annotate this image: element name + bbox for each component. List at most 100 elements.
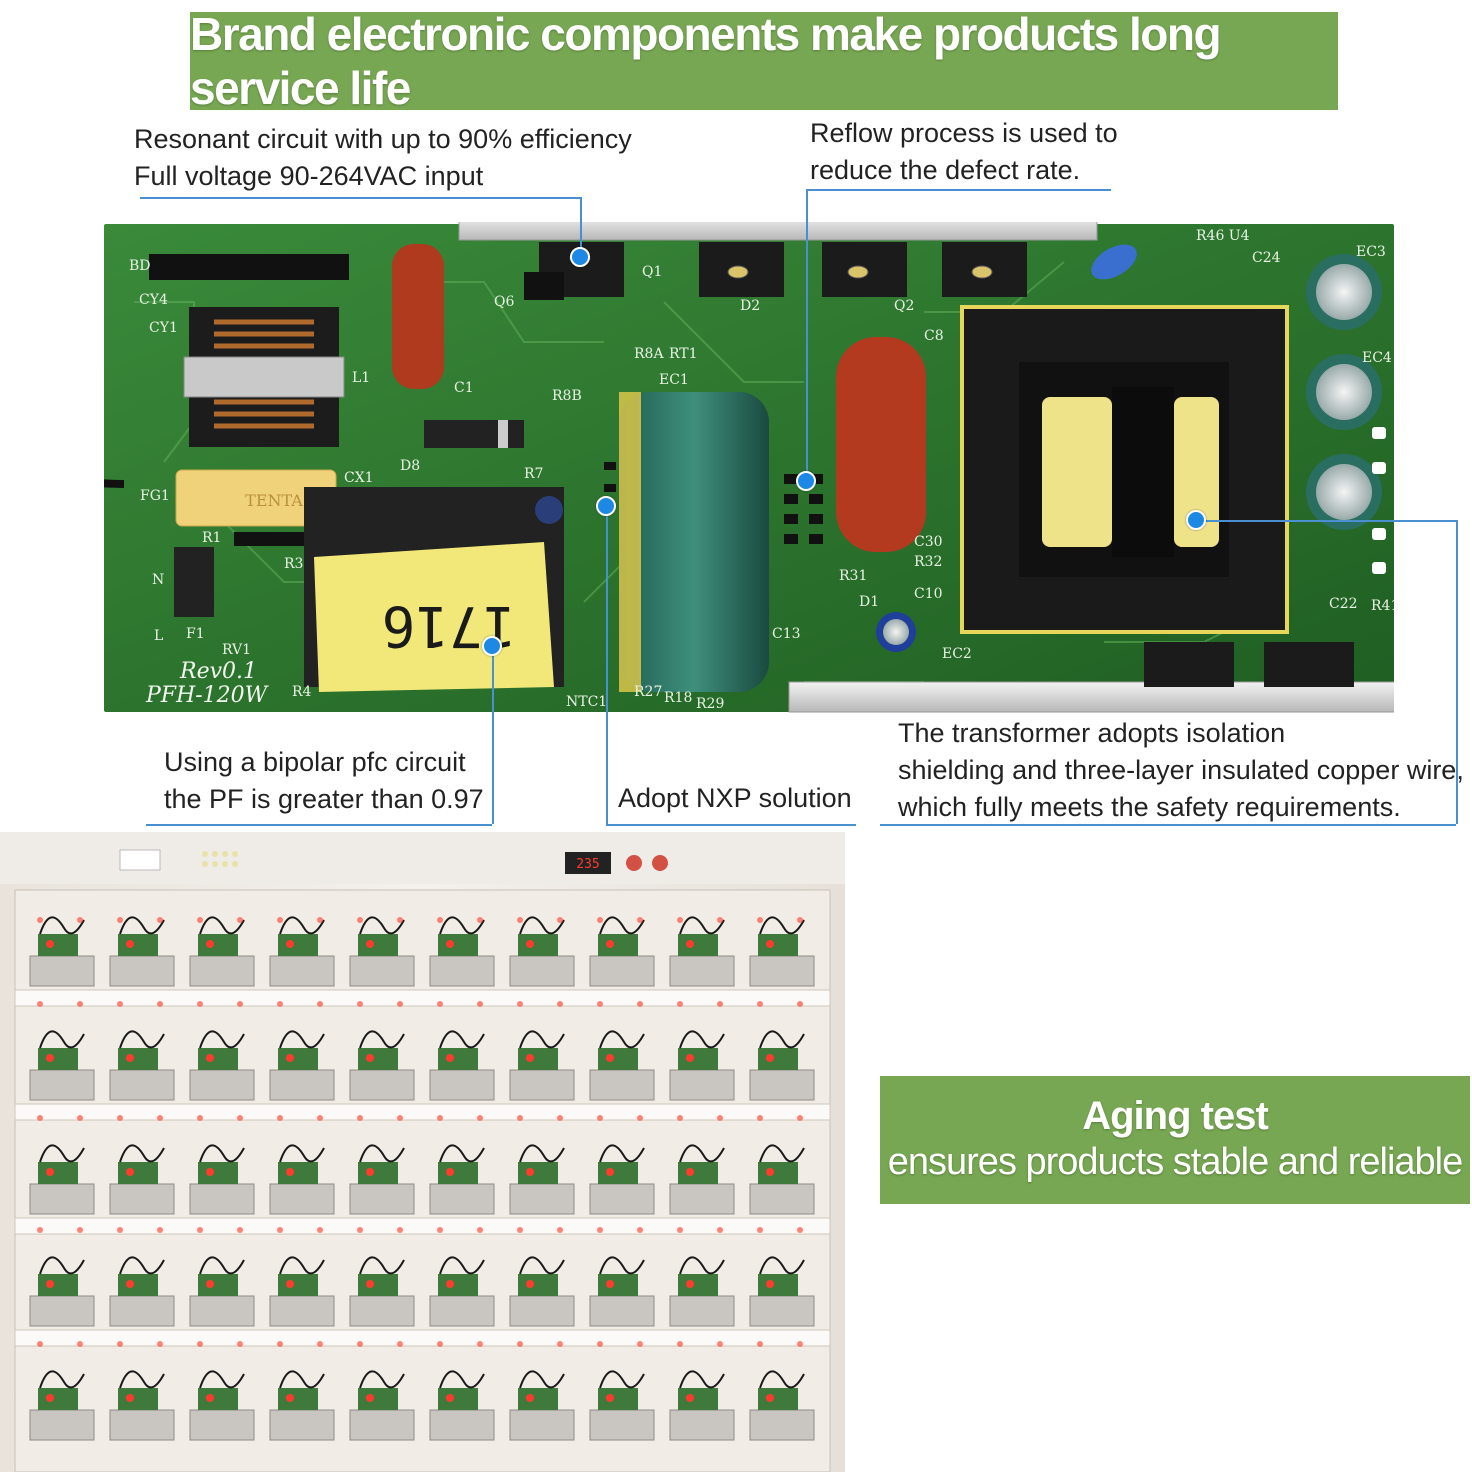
rack-unit-led [526,1168,534,1176]
rack-unit-led [206,940,214,948]
svg-text:C8: C8 [924,328,944,344]
rack-unit-board [598,1274,638,1296]
callout-transformer-leader [1456,520,1458,824]
callout-transformer-line3: which fully meets the safety requirement… [898,792,1401,822]
rack-unit-cable [39,916,85,935]
pcb-model-text: PFH-120W [145,683,270,708]
rack-unit [109,1183,175,1215]
callout-reflow-line1: Reflow process is used to [810,118,1118,148]
rack-unit [349,1069,415,1101]
rack-unit [349,1183,415,1215]
rack-unit-cable [519,1256,565,1275]
svg-text:EC4: EC4 [1362,350,1392,366]
callout-resonant-line1: Resonant circuit with up to 90% efficien… [134,124,632,154]
rack-unit-board [38,1048,78,1070]
rack-unit [749,1069,815,1101]
rack-unit [589,955,655,987]
rack-unit-board [678,1162,718,1184]
svg-text:R29: R29 [696,696,724,712]
rack-unit-cable [119,1144,165,1163]
rack-unit [429,1069,495,1101]
svg-text:R32: R32 [914,554,942,570]
rack-unit-cable [759,916,805,935]
rack-unit-board [598,1162,638,1184]
rack-unit-led [526,1394,534,1402]
callout-reflow-leader [806,189,808,481]
svg-text:D8: D8 [400,458,420,474]
rack-unit-cable [679,1370,725,1389]
rack-unit-cable [279,1144,325,1163]
svg-text:FG1: FG1 [140,488,170,504]
svg-text:D2: D2 [740,298,760,314]
rack-unit-board [38,1274,78,1296]
svg-text:Q1: Q1 [642,264,662,280]
callout-nxp-underline [606,824,856,826]
rack-unit-board [118,1162,158,1184]
svg-text:EC1: EC1 [659,372,689,388]
rack-unit [29,1409,95,1441]
rack-unit-board [198,1274,238,1296]
callout-resonant-line2: Full voltage 90-264VAC input [134,161,484,191]
rack-unit-board [678,1048,718,1070]
rack-unit [749,1409,815,1441]
rack-unit-led [286,940,294,948]
rack-unit-led [366,1054,374,1062]
rack-unit-cable [599,1144,645,1163]
rack-unit-led [46,940,54,948]
svg-text:CX1: CX1 [344,470,374,486]
rack-unit-led [766,1280,774,1288]
rack-unit-led [46,1280,54,1288]
rack-unit-cable [679,1144,725,1163]
callout-reflow-line2: reduce the defect rate. [810,155,1081,185]
rack-unit-board [118,1274,158,1296]
rack-unit-board [198,1162,238,1184]
transformer-winding-right [1174,397,1219,547]
svg-text:Q6: Q6 [494,294,514,310]
diode-d8 [424,420,524,448]
rack-unit-board [438,934,478,956]
rack-unit-led [686,1394,694,1402]
rack-unit-cable [279,1030,325,1049]
rack-unit-board [358,934,398,956]
rack-unit [189,1295,255,1327]
rack-unit-board [758,1162,798,1184]
rack-unit-led [46,1168,54,1176]
callout-nxp-dot [596,496,616,516]
rack-unit [749,1183,815,1215]
rack-unit-cable [759,1030,805,1049]
svg-text:R41: R41 [1371,598,1394,614]
rack-unit-cable [679,916,725,935]
rack-unit [429,1295,495,1327]
screw-d2 [727,265,749,279]
rack-unit [189,1069,255,1101]
aging-rack-illustration: 235 [0,832,845,1472]
rack-unit-led [366,1394,374,1402]
rack-unit-cable [759,1256,805,1275]
rack-unit [429,1409,495,1441]
callout-resonant-leader [580,197,582,257]
callout-resonant: Resonant circuit with up to 90% efficien… [134,121,632,195]
svg-text:R46 U4: R46 U4 [1196,228,1250,244]
callout-transformer-connector [1196,520,1456,522]
rack-unit-led [446,1168,454,1176]
rack-unit-led [206,1168,214,1176]
rack-unit-led [286,1168,294,1176]
svg-text:R3: R3 [284,556,303,572]
bulk-capacitor-ec1 [619,392,769,692]
rack-unit-board [118,934,158,956]
rack-unit-led [766,1054,774,1062]
rack-unit [109,1409,175,1441]
svg-text:N: N [152,572,164,588]
rack-unit [269,1409,335,1441]
rack-unit-board [438,1274,478,1296]
rack-unit-board [118,1388,158,1410]
x-capacitor-brand-text: TENTA [245,491,303,510]
rack-unit-led [46,1394,54,1402]
rack-unit-cable [359,1370,405,1389]
rack-unit-board [518,1388,558,1410]
rack-unit [189,1409,255,1441]
rack-unit-board [518,934,558,956]
callout-transformer: The transformer adopts isolation shieldi… [898,715,1464,826]
rack-unit-led [686,1054,694,1062]
rack-shelf-lamps [37,1341,803,1347]
